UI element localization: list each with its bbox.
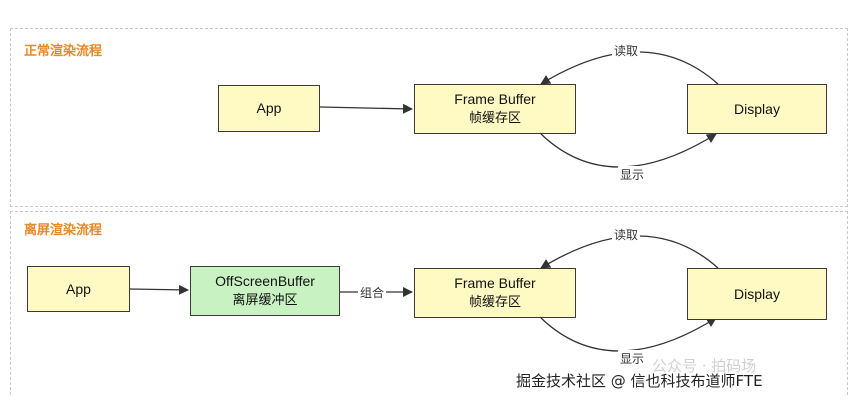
combine-label: 组合	[358, 284, 387, 301]
watermark-text: 掘金技术社区 @ 信也科技布道师FTE	[516, 372, 763, 390]
arrow-app-to-framebuffer	[319, 103, 413, 114]
offscreen-framebuffer-en: Frame Buffer	[454, 275, 536, 291]
offscreen-read-label: 读取	[612, 226, 641, 243]
arrow-show-curve	[540, 133, 717, 168]
offscreen-app-box: App	[27, 266, 130, 312]
offscreen-buffer-cn: 离屏缓冲区	[232, 293, 298, 308]
normal-render-section	[10, 28, 848, 207]
normal-app-label: App	[256, 100, 282, 116]
offscreen-buffer-box: OffScreenBuffer 离屏缓冲区	[190, 266, 340, 316]
offscreen-framebuffer-box: Frame Buffer 帧缓存区	[414, 268, 576, 318]
arrow-show-curve-2	[540, 317, 717, 352]
normal-display-label: Display	[734, 100, 780, 117]
normal-framebuffer-box: Frame Buffer 帧缓存区	[414, 84, 576, 134]
normal-framebuffer-en: Frame Buffer	[454, 91, 536, 107]
normal-app-box: App	[218, 85, 320, 132]
offscreen-show-label: 显示	[618, 350, 647, 367]
arrow-app-to-offscreen	[129, 284, 189, 295]
offscreen-display-box: Display	[687, 268, 827, 320]
watermark-brand: 公众号 · 拍码场	[652, 357, 757, 375]
normal-show-label: 显示	[618, 166, 647, 183]
normal-section-title: 正常渲染流程	[24, 44, 103, 59]
offscreen-display-label: Display	[734, 285, 780, 302]
offscreen-framebuffer-cn: 帧缓存区	[468, 295, 521, 310]
offscreen-app-label: App	[66, 280, 91, 297]
normal-framebuffer-cn: 帧缓存区	[468, 111, 521, 126]
normal-read-label: 读取	[612, 42, 641, 59]
normal-display-box: Display	[687, 84, 827, 134]
offscreen-section-title: 离屏渲染流程	[24, 223, 103, 238]
offscreen-render-section	[10, 211, 848, 395]
offscreen-buffer-en: OffScreenBuffer	[215, 273, 315, 289]
